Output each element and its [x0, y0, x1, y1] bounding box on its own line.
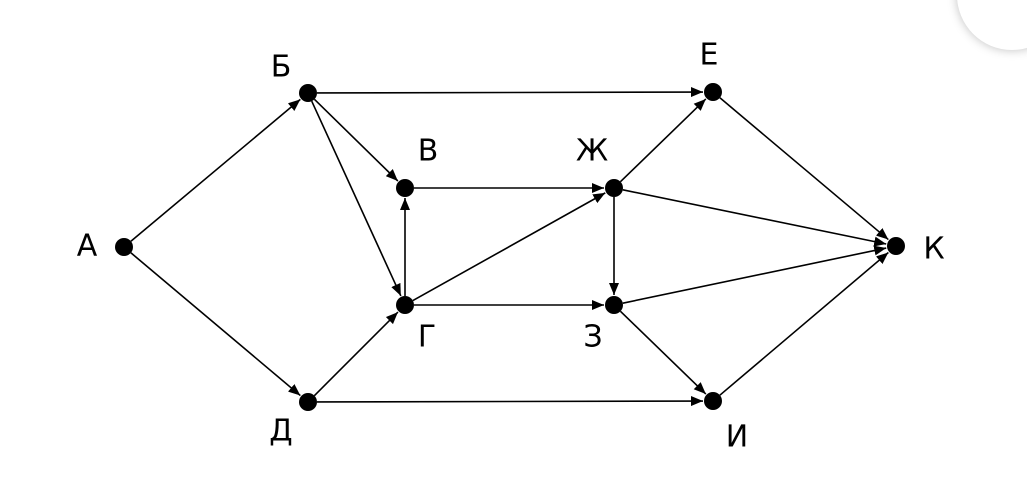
edge-Zh-E	[619, 98, 707, 183]
node-I	[704, 392, 722, 410]
node-label-I: И	[726, 420, 748, 455]
nodes-layer	[115, 83, 905, 411]
node-label-D: Д	[269, 414, 292, 449]
node-label-V: В	[418, 134, 439, 169]
edge-B-E	[316, 87, 704, 98]
edge-I-K	[719, 251, 889, 396]
node-label-Zh: Ж	[576, 134, 608, 169]
edge-D-G	[313, 311, 399, 397]
node-B	[299, 84, 317, 102]
node-D	[299, 393, 317, 411]
edge-E-K	[719, 97, 889, 241]
edge-Z-K	[622, 245, 887, 304]
node-label-K: К	[923, 232, 944, 267]
node-V	[396, 179, 414, 197]
node-label-A: А	[77, 229, 98, 264]
edge-A-B	[130, 98, 301, 242]
node-label-B: Б	[271, 50, 292, 85]
edges-layer	[130, 87, 889, 407]
node-E	[704, 83, 722, 101]
node-G	[396, 296, 414, 314]
edge-A-D	[130, 252, 301, 397]
node-label-G: Г	[418, 320, 436, 355]
node-K	[887, 237, 905, 255]
node-Zh	[605, 179, 623, 197]
edge-D-I	[316, 396, 704, 407]
edge-Zh-K	[622, 189, 887, 247]
labels-layer: А Б В Г Д Е Ж З И К	[77, 38, 945, 455]
edge-G-Zh	[412, 192, 606, 302]
node-label-E: Е	[700, 38, 719, 73]
node-Z	[605, 296, 623, 314]
edge-B-G	[311, 100, 402, 297]
edge-B-V	[313, 98, 399, 182]
edge-Z-I	[619, 310, 707, 395]
node-A	[115, 238, 133, 256]
node-label-Z: З	[583, 320, 602, 355]
